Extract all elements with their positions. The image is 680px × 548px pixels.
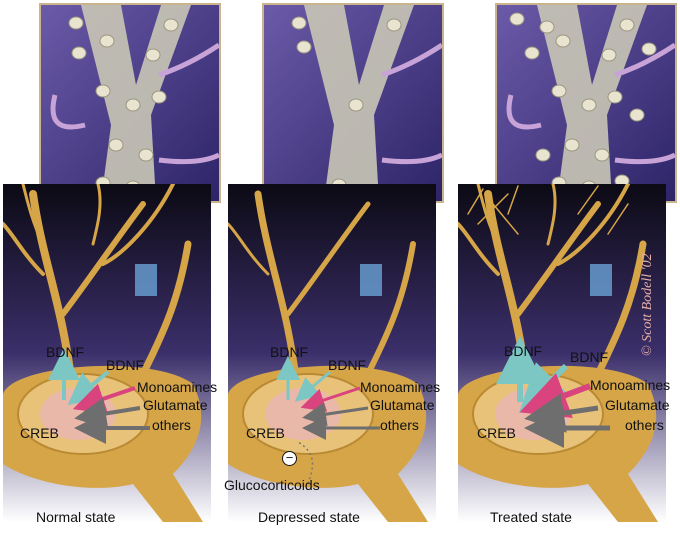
label-others: others [625, 417, 664, 433]
label-creb: CREB [20, 425, 59, 441]
label-monoamines: Monoamines [590, 377, 671, 393]
label-others: others [152, 417, 191, 433]
label-bdnf-released: BDNF [504, 343, 543, 359]
inset-depressed-spines [262, 3, 444, 203]
caption-treated-state: Treated state [490, 509, 572, 525]
label-others: others [380, 417, 419, 433]
caption-depressed-state: Depressed state [258, 509, 360, 525]
label-monoamines: Monoamines [360, 379, 441, 395]
label-glutamate: Glutamate [370, 397, 435, 413]
label-monoamines: Monoamines [137, 379, 218, 395]
copyright-text: © Scott Bodell '02 [640, 253, 655, 356]
copyright-signature: © Scott Bodell '02 [636, 208, 658, 358]
label-glutamate: Glutamate [143, 397, 208, 413]
label-glutamate: Glutamate [605, 397, 670, 413]
label-creb: CREB [246, 425, 285, 441]
label-creb: CREB [477, 425, 516, 441]
label-bdnf-received: BDNF [570, 349, 609, 365]
label-bdnf-released: BDNF [270, 344, 309, 360]
label-glucocorticoids: Glucocorticoids [224, 477, 320, 493]
caption-normal-state: Normal state [36, 509, 116, 525]
inhibition-sign: − [282, 451, 297, 466]
label-bdnf-received: BDNF [106, 357, 145, 373]
label-bdnf-released: BDNF [46, 344, 85, 360]
neuron-panel-depressed [228, 184, 436, 522]
inset-normal-spines [39, 3, 221, 203]
label-bdnf-received: BDNF [328, 357, 367, 373]
